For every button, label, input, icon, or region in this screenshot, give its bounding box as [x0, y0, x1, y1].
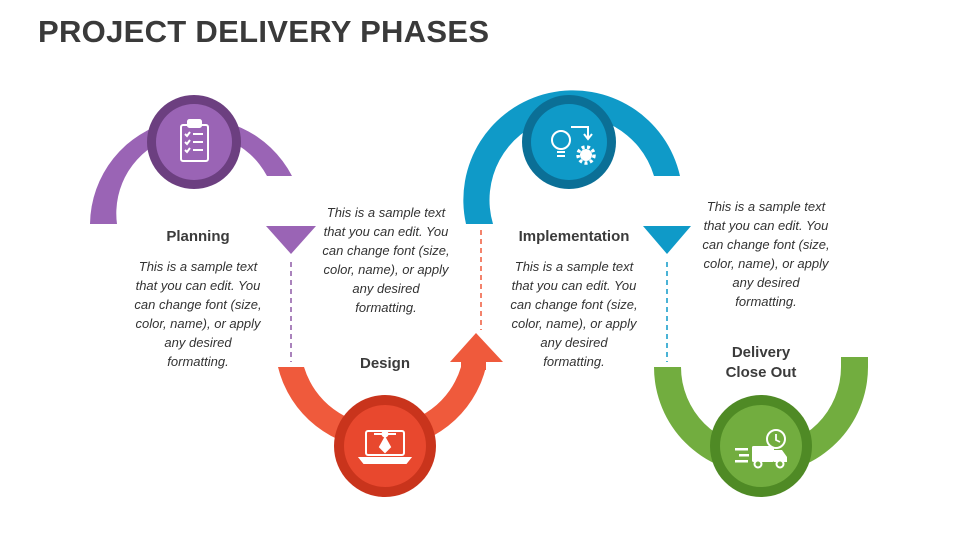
design-arc [278, 333, 503, 449]
page-title: PROJECT DELIVERY PHASES [38, 14, 490, 49]
planning-arc [90, 118, 316, 254]
phase-description-delivery: This is a sample text that you can edit.… [702, 199, 830, 309]
phase-heading-delivery: Delivery Close Out [725, 344, 797, 381]
phase-description-implementation: This is a sample text that you can edit.… [510, 259, 638, 369]
phase-heading-planning: Planning [166, 228, 230, 245]
phase-heading-design: Design [359, 355, 410, 372]
phase-description-design: This is a sample text that you can edit.… [322, 205, 450, 315]
phase-heading-implementation: Implementation [518, 228, 630, 245]
planning-arrow-head [266, 226, 316, 254]
design-arrow-head [450, 333, 503, 362]
laptop-pen-tool-icon [357, 430, 413, 464]
implementation-arrow-head [643, 226, 691, 254]
lightbulb-gear-icon [551, 126, 596, 165]
design-circle [334, 395, 436, 497]
delivery-truck-clock-icon [735, 429, 787, 469]
implementation-circle [522, 95, 616, 189]
delivery-arc [654, 357, 868, 474]
delivery-circle [710, 395, 812, 497]
clipboard-checklist-icon [180, 119, 209, 162]
implementation-arc [463, 90, 691, 254]
planning-circle [147, 95, 241, 189]
phase-description-planning: This is a sample text that you can edit.… [134, 259, 262, 369]
